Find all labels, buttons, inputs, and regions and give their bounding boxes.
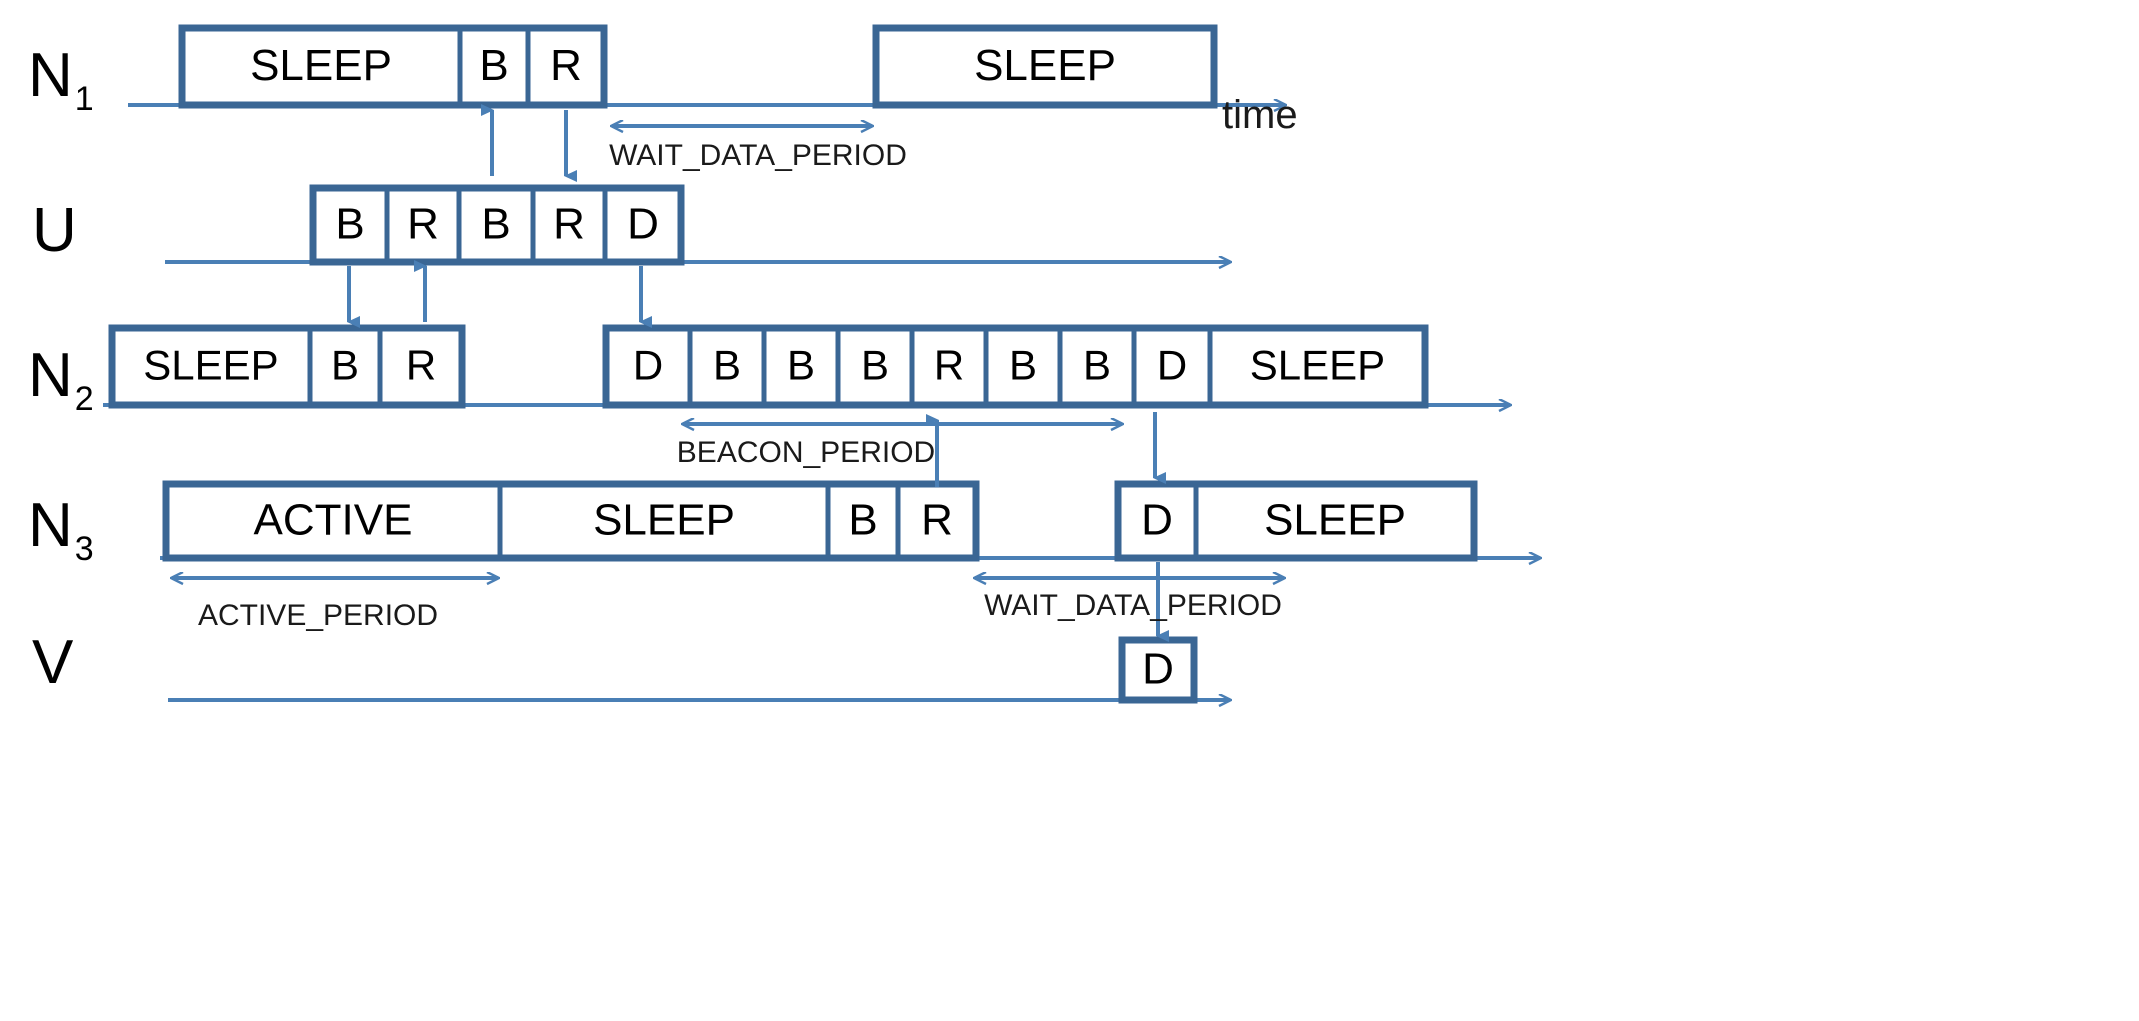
state-box-label-sleep: SLEEP <box>143 342 278 389</box>
state-box-run-n3-1 <box>1114 480 1478 562</box>
state-box-label-sleep: SLEEP <box>1264 496 1406 545</box>
time-axis-label: time <box>1222 93 1298 137</box>
state-box-label-r: R <box>921 496 953 545</box>
state-box-label-d: D <box>627 200 659 249</box>
state-box-label-r: R <box>550 41 582 90</box>
misc-labels-group: time <box>1222 93 1298 137</box>
row-label-text: N <box>28 491 73 560</box>
row-label-text: N <box>28 341 73 410</box>
state-box-label-b: B <box>713 342 741 389</box>
row-label-n2: N2 <box>28 345 94 417</box>
state-box-run-n3-0 <box>162 480 980 562</box>
period-annotations-group: WAIT_DATA_PERIOD BEACON_PERIOD ACTIVE_PERI… <box>172 126 1284 632</box>
state-box-label-r: R <box>934 342 964 389</box>
period-label-beacon_period: BEACON_PERIOD <box>677 436 935 469</box>
state-box-label-b: B <box>1083 342 1111 389</box>
state-box-label-r: R <box>407 200 439 249</box>
state-box-run-n2-1 <box>602 324 1429 409</box>
row-label-text: U <box>32 196 77 265</box>
state-box-label-b: B <box>1009 342 1037 389</box>
row-label-v: V <box>32 632 73 694</box>
row-label-text: V <box>32 628 74 697</box>
state-box-run-u-0 <box>309 184 685 266</box>
state-box-label-b: B <box>787 342 815 389</box>
state-box-label-sleep: SLEEP <box>250 41 392 90</box>
state-box-label-d: D <box>1157 342 1187 389</box>
row-label-subscript: 3 <box>74 530 94 568</box>
state-box-label-d: D <box>633 342 663 389</box>
row-label-n1: N1 <box>28 45 94 117</box>
state-box-label-sleep: SLEEP <box>1250 342 1385 389</box>
state-box-label-b: B <box>335 200 364 249</box>
state-box-label-r: R <box>406 342 436 389</box>
message-arrows-group <box>347 104 1169 642</box>
row-label-subscript: 1 <box>74 80 94 118</box>
row-label-u: U <box>32 200 77 262</box>
state-box-label-r: R <box>553 200 585 249</box>
state-box-label-b: B <box>848 496 877 545</box>
state-box-run-n1-1 <box>872 24 1218 109</box>
state-box-run-n1-0 <box>178 24 608 109</box>
state-box-label-d: D <box>1142 645 1174 694</box>
state-box-label-b: B <box>481 200 510 249</box>
row-label-n3: N3 <box>28 495 94 567</box>
row-label-text: N <box>28 41 73 110</box>
state-box-label-b: B <box>331 342 359 389</box>
row-label-subscript: 2 <box>74 380 94 418</box>
state-box-label-b: B <box>479 41 508 90</box>
period-label-wait_data_period: WAIT_DATA_PERIOD <box>609 139 907 172</box>
state-box-label-sleep: SLEEP <box>593 496 735 545</box>
state-box-label-d: D <box>1141 496 1173 545</box>
state-box-label-active: ACTIVE <box>254 496 413 545</box>
period-label-active_period: ACTIVE_PERIOD <box>198 599 438 632</box>
state-box-run-n2-0 <box>108 324 466 409</box>
period-label-wait_data_period_2: WAIT_DATA_PERIOD <box>984 589 1282 622</box>
state-box-label-b: B <box>861 342 889 389</box>
state-box-label-sleep: SLEEP <box>974 41 1116 90</box>
